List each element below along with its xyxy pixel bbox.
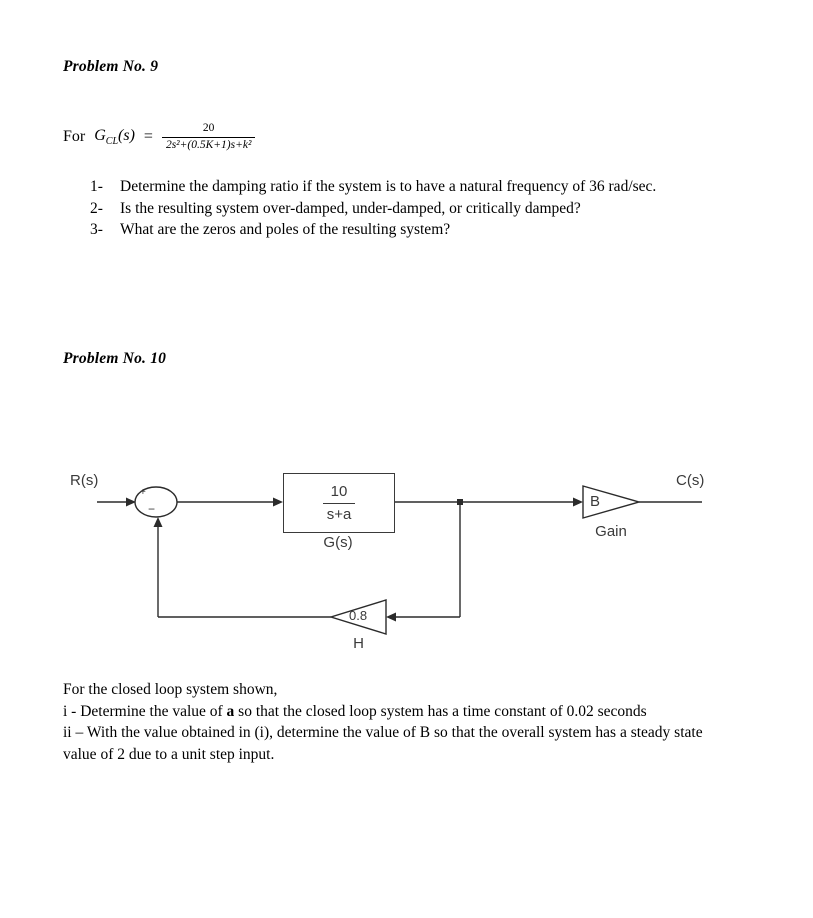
question-text: What are the zeros and poles of the resu… — [120, 221, 451, 238]
transfer-function-fraction: 10 s+a — [322, 483, 356, 523]
problem9-question-list: 1- Determine the damping ratio if the sy… — [90, 176, 715, 241]
sum-plus-sign: + — [140, 487, 146, 498]
formula-equals-sign: = — [143, 128, 153, 145]
gain-block-label: Gain — [595, 523, 627, 540]
fraction-denominator: 2s²+(0.5K+1)s+k² — [161, 136, 256, 153]
arrow-into-gain — [573, 497, 583, 507]
arrow-into-feedback — [386, 612, 396, 622]
arrow-into-plant — [273, 497, 283, 507]
input-signal-label: R(s) — [70, 472, 99, 489]
feedback-gain-value: 0.8 — [349, 608, 368, 623]
fraction-numerator: 20 — [202, 121, 215, 134]
question-item: 2- Is the resulting system over-damped, … — [90, 198, 715, 220]
question-item: 1- Determine the damping ratio if the sy… — [90, 176, 715, 198]
sum-minus-sign: − — [148, 502, 156, 516]
formula-subscript-cl: CL — [105, 136, 119, 148]
question-text: Determine the damping ratio if the syste… — [120, 178, 657, 195]
gain-value-label: B — [590, 493, 601, 510]
formula-arg-s: (s) — [118, 126, 135, 144]
plant-block-label: G(s) — [323, 534, 353, 551]
instruction-ii: ii – With the value obtained in (i), det… — [63, 724, 703, 763]
problem10-instructions: For the closed loop system shown, i - De… — [63, 679, 708, 765]
problem10-title: Problem No. 10 — [63, 350, 167, 367]
question-number: 2- — [90, 199, 103, 217]
formula-for-label: For — [63, 128, 86, 145]
question-text: Is the resulting system over-damped, und… — [120, 199, 581, 217]
feedback-block-label: H — [353, 635, 364, 652]
arrow-into-sum-bottom — [153, 517, 163, 527]
instruction-i: i - Determine the value of a so that the… — [63, 701, 708, 723]
problem9-formula: For GCL(s) = 20 2s²+(0.5K+1)s+k² — [63, 117, 256, 157]
feedback-triangle — [328, 599, 387, 635]
instruction-intro: For the closed loop system shown, — [63, 681, 278, 698]
formula-function: GCL(s) — [94, 127, 135, 147]
block-diagram: R(s) C(s) + − 10 s+a G(s) B Gain 0.8 H — [0, 460, 813, 670]
transfer-function-block: 10 s+a — [283, 473, 395, 533]
output-signal-label: C(s) — [676, 472, 705, 489]
gain-triangle — [582, 485, 642, 519]
plant-numerator: 10 — [322, 483, 356, 504]
formula-var-g: G — [94, 126, 106, 144]
instruction-i-suffix: so that the closed loop system has a tim… — [234, 702, 647, 720]
question-number: 3- — [90, 221, 103, 238]
plant-denominator: s+a — [326, 505, 352, 523]
formula-fraction: 20 2s²+(0.5K+1)s+k² — [161, 121, 256, 153]
question-number: 1- — [90, 178, 103, 195]
question-item: 3- What are the zeros and poles of the r… — [90, 219, 715, 241]
instruction-i-prefix: i - Determine the value of — [63, 702, 227, 720]
arrow-into-sum — [126, 497, 136, 507]
instruction-i-bold-var: a — [226, 702, 235, 720]
problem9-title: Problem No. 9 — [63, 58, 159, 75]
diagram-lines — [97, 485, 702, 635]
